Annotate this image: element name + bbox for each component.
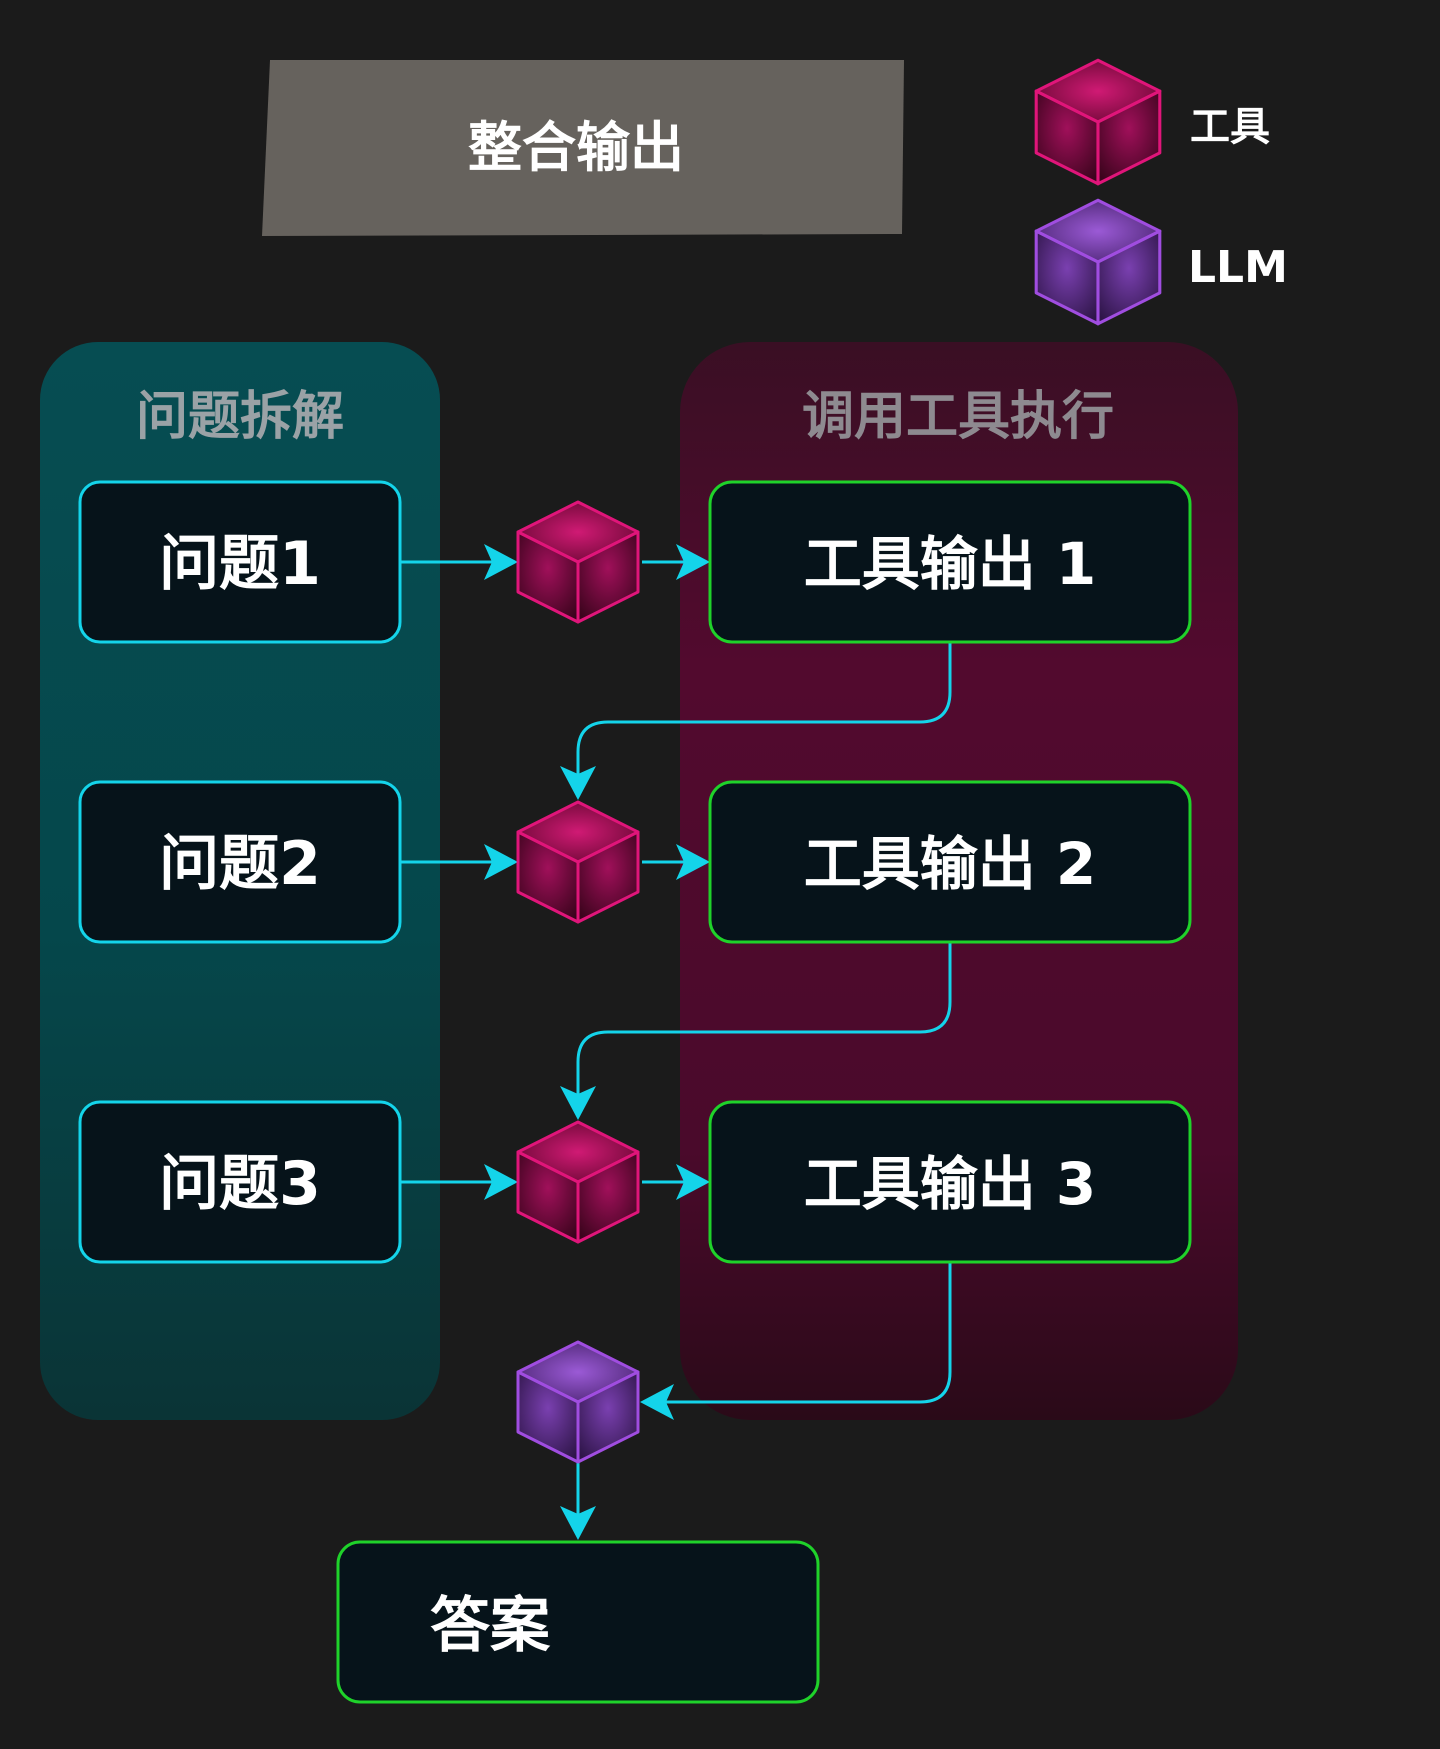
arrowheads <box>484 544 710 1540</box>
question-box-2: 问题2 <box>78 780 402 944</box>
question-label-1: 问题1 <box>159 529 321 599</box>
legend-llm-label: LLM <box>1188 242 1288 293</box>
question-box-1: 问题1 <box>78 480 402 644</box>
tool-output-label-1: 工具输出 1 <box>804 530 1097 598</box>
tool-output-label-2: 工具输出 2 <box>804 830 1097 898</box>
tool-output-label-3: 工具输出 3 <box>804 1150 1097 1218</box>
tool-output-box-3: 工具输出 3 <box>708 1100 1192 1264</box>
legend-tool-label: 工具 <box>1190 104 1270 150</box>
title-banner <box>262 60 904 236</box>
legend-llm-cube-icon <box>1034 198 1162 326</box>
legend: 工具 LLM <box>1034 58 1288 326</box>
question-label-2: 问题2 <box>159 829 321 899</box>
arrow-out1-next <box>576 642 952 780</box>
tools-panel-title: 调用工具执行 <box>802 387 1114 447</box>
arrow-out3-llm <box>660 1262 952 1404</box>
answer-box: 答案 <box>336 1540 820 1704</box>
tool-output-box-1: 工具输出 1 <box>708 480 1192 644</box>
arrow-out2-next <box>576 942 952 1100</box>
decompose-panel-title: 问题拆解 <box>136 387 344 447</box>
tool-cube-icon <box>516 500 640 624</box>
question-box-3: 问题3 <box>78 1100 402 1264</box>
tool-cube-icon <box>516 800 640 924</box>
title-banner-label: 整合输出 <box>468 116 684 179</box>
llm-cube-icon <box>516 1340 640 1464</box>
question-label-3: 问题3 <box>159 1149 321 1219</box>
answer-label: 答案 <box>430 1591 551 1661</box>
legend-tool-cube-icon <box>1034 58 1162 186</box>
tool-cube-icon <box>516 1120 640 1244</box>
connectors <box>400 560 952 1520</box>
tool-output-box-2: 工具输出 2 <box>708 780 1192 944</box>
